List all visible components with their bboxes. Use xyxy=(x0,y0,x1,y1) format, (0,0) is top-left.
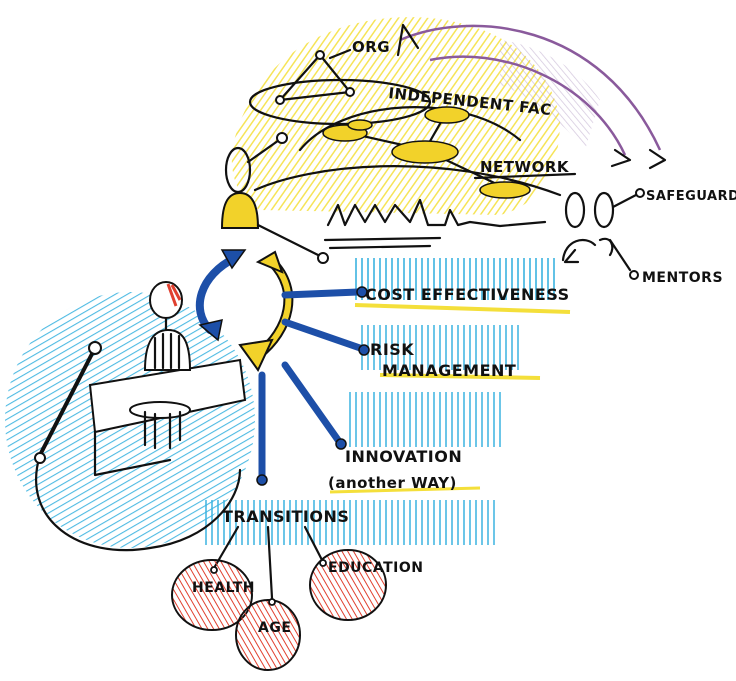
spoke-risk-end xyxy=(359,345,369,355)
yellow-arrow-head-top xyxy=(258,252,282,272)
org-node-right xyxy=(346,88,354,96)
spoke-innovation xyxy=(285,365,338,440)
mentors-connector xyxy=(610,240,630,270)
cost-effectiveness-label: COST EFFECTIVENESS xyxy=(365,285,570,304)
person-to-node xyxy=(258,225,318,255)
cost-highlight xyxy=(355,305,570,312)
health-label: HEALTH xyxy=(192,580,255,596)
safeguards-label: SAFEGUARDS xyxy=(646,189,736,204)
arrow-head-right xyxy=(650,150,665,168)
network-node-small xyxy=(348,120,372,130)
safeguards-node xyxy=(636,189,644,197)
education-node xyxy=(320,560,326,566)
age-label: AGE xyxy=(258,620,291,636)
yellow-arrow-head-bottom xyxy=(240,340,272,370)
network-node-right xyxy=(480,182,530,198)
blue-cycle-arrow xyxy=(200,258,235,330)
another-way-label: (another WAY) xyxy=(328,474,457,492)
innovation-label: INNOVATION xyxy=(345,447,462,466)
network-node-center xyxy=(392,141,458,163)
spoke-cost xyxy=(285,292,358,295)
cyan-hatch-innovation xyxy=(345,392,505,447)
spoke-risk xyxy=(285,322,360,348)
management-label: MANAGEMENT xyxy=(382,361,516,380)
scene-boom-top xyxy=(89,342,101,354)
network-node-top xyxy=(425,107,469,123)
risk-label: RISK xyxy=(370,340,414,359)
scribble-underline-1 xyxy=(325,238,440,240)
person-node xyxy=(318,253,328,263)
scribble-underline-2 xyxy=(330,246,430,248)
mentor-figure-right xyxy=(595,193,613,227)
mentors-exchange-arrows xyxy=(563,239,612,262)
mentor-figure-left xyxy=(566,193,584,227)
education-label: EDUCATION xyxy=(328,560,423,576)
spoke-transitions-end xyxy=(257,475,267,485)
mentors-label: MENTORS xyxy=(642,270,723,286)
scene-person-head xyxy=(150,282,182,318)
arrow-head-mid xyxy=(612,150,630,166)
org-node-left xyxy=(276,96,284,104)
age-node xyxy=(269,599,275,605)
scene-boom-bottom xyxy=(35,453,45,463)
transitions-label: TRANSITIONS xyxy=(222,507,349,526)
health-node xyxy=(211,567,217,573)
network-node-open xyxy=(277,133,287,143)
org-label: ORG xyxy=(352,38,390,56)
network-label: NETWORK xyxy=(480,158,570,176)
org-node-top xyxy=(316,51,324,59)
mentors-node xyxy=(630,271,638,279)
safeguards-connector xyxy=(613,195,636,207)
